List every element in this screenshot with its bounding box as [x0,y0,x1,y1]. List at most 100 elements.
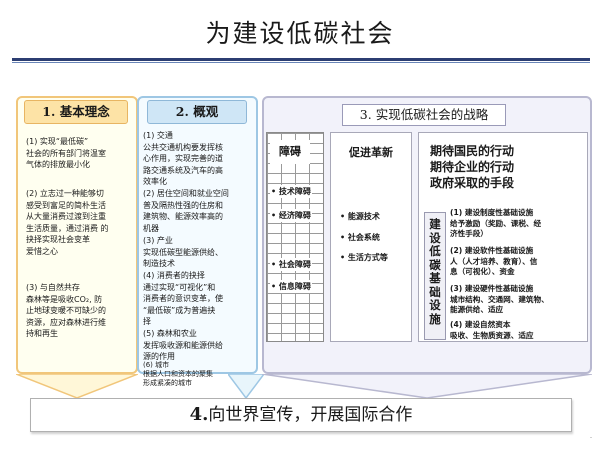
concept-item-line: 资源，应对森林进行维 [26,317,106,327]
strategy-line: 给予激励（奖励、课税、经 [450,218,542,228]
strategy-item-2: (2) 建设软件性基础设施 人（人才培养、教育）、信 息（可视化）、资金 [450,246,537,278]
overview-item-line: 形成紧凑的城市 [143,379,192,387]
infrastructure-label-char: 建 [429,217,441,231]
overview-item-line: (2) 居住空间和就业空间 [143,189,229,198]
banner-text: 向世界宣传，开展国际合作 [208,405,413,425]
overview-item-line: 发挥吸收源和能源供给 [143,340,223,350]
infrastructure-label-char: 碳 [429,257,441,272]
barrier-item: • 经济障碍 [270,209,312,222]
innovation-title: 促进革新 [349,146,393,159]
barrier-title: 障碍 [270,140,310,164]
overview-arrow-down [228,374,264,400]
concept-item-line: 止地球变暖不可缺少的 [26,306,106,315]
innovation-box [330,132,412,342]
strategy-line: 济性手段） [450,229,488,238]
overview-item-line: 公共交通机构要发挥核 [143,142,223,152]
strategy-line: (1) 建设制度性基础设施 [450,208,534,217]
overview-panel [137,96,258,374]
overview-item-3: (3) 产业 实现低碳型能源供给、 制造技术 [143,235,223,270]
basic-concept-panel [16,96,138,374]
concept-item-line: 社会的所有部门将温室 [26,148,106,158]
concept-item-2: (2) 立志过一种能够切 感受到富足的简朴生活 从大量消费过渡到注重 生活质量，… [26,188,109,257]
concept-item-1: (1) 实现“最低碳” 社会的所有部门将温室 气体的排放最小化 [26,136,106,171]
overview-item-line: 机器 [143,223,159,233]
overview-item-line: 通过实现“可视化”和 [143,282,216,292]
infrastructure-label-char: 设 [429,298,441,312]
strategy-item-4: (4) 建设自然资本 吸收、生物质资源、适应 [450,320,534,341]
overview-item-5: (5) 森林和农业 发挥吸收源和能源供给 源的作用 [143,328,223,363]
infrastructure-label: 建设低碳基础设施 [424,217,446,326]
concept-item-line: 生活质量，通过消费 的 [26,223,109,233]
concept-item-line: (1) 实现“最低碳” [26,137,89,146]
infrastructure-label-char: 基 [429,271,441,285]
infrastructure-label-box [424,212,446,340]
innovation-item: • 能源技术 [340,212,380,221]
concept-item-line: (3) 与自然共存 [26,283,80,292]
overview-item-line: 根据人口和资本的聚集 [143,370,213,378]
banner-number: 4. [189,404,209,425]
overview-item-line: (5) 森林和农业 [143,329,197,338]
concept-item-line: 爱惜之心 [26,246,58,256]
overview-item-line: 建筑物、能源效率高的 [143,212,223,221]
concept-item-line: 从大量消费过渡到注重 [26,212,106,221]
actions-box [418,132,588,342]
expect-line: 政府采取的手段 [430,176,515,190]
strategy-item-3: (3) 建设硬件性基础设施 城市结构、交通网、建筑物、 能源供给、适应 [450,284,549,316]
strategy-line: 吸收、生物质资源、适应 [450,330,534,340]
expect-line: 期待国民的行动 [430,144,515,158]
strategy-line: 能源供给、适应 [450,305,504,314]
concept-item-line: 感受到富足的简朴生活 [26,200,106,210]
concept-item-line: (2) 立志过一种能够切 [26,189,104,198]
concept-item-line: 抉择实现社会变革 [26,235,90,244]
overview-heading: 2. 概观 [147,100,247,124]
overview-item-4: (4) 消费者的抉择 通过实现“可视化”和 消费者的意识变革，使 “最低碳”成为… [143,270,223,328]
strategy-item-1: (1) 建设制度性基础设施 给予激励（奖励、课税、经 济性手段） [450,208,541,240]
basic-concept-heading: 1. 基本理念 [24,100,128,124]
page-mark: - [590,434,593,441]
international-cooperation-banner: 4.向世界宣传，开展国际合作 [30,398,572,432]
innovation-item: • 社会系统 [340,233,380,242]
overview-item-line: “最低碳”成为普遍抉 [143,305,216,315]
strategy-heading: 3. 实现低碳社会的战略 [342,104,506,126]
barrier-brick-wall [266,132,324,342]
overview-item-line: 制造技术 [143,259,175,268]
title-divider-thin [12,62,590,63]
overview-item-line: (3) 产业 [143,236,173,245]
strategy-line: (3) 建设硬件性基础设施 [450,284,534,293]
infrastructure-label-char: 础 [429,284,441,299]
overview-item-line: 择 [143,317,151,326]
barrier-item: • 信息障碍 [270,280,312,293]
overview-item-line: (1) 交通 [143,131,173,140]
infrastructure-label-char: 设 [429,230,441,245]
overview-item-line: 效率化 [143,177,167,186]
overview-item-6-cont: 形成紧凑的城市 [143,379,192,388]
overview-item-1: (1) 交通 公共交通机构要发挥核 心作用，实现完善的道 路交通系统及汽车的高 … [143,130,223,188]
strategy-arrow-down [262,374,592,399]
overview-item-line: 实现低碳型能源供给、 [143,247,223,257]
strategy-line: (4) 建设自然资本 [450,320,511,329]
strategy-line: 人（人才培养、教育）、信 [450,256,538,266]
overview-item-line: 路交通系统及汽车的高 [143,165,223,175]
strategy-line: (2) 建设软件性基础设施 [450,246,534,255]
expect-line: 期待企业的行动 [430,160,515,174]
title-divider [12,58,590,61]
overview-item-6: (6) 城市 根据人口和资本的聚集 [143,361,213,379]
overview-item-2: (2) 居住空间和就业空间 普及隔热性强的住房和 建筑物、能源效率高的 机器 [143,188,229,234]
overview-item-line: 消费者的意识变革，使 [143,294,223,303]
concept-arrow-down [16,374,138,399]
concept-item-3: (3) 与自然共存 森林等是吸收CO₂, 防 止地球变暖不可缺少的 资源，应对森… [26,282,106,340]
overview-item-line: 普及隔热性强的住房和 [143,200,223,210]
infrastructure-label-char: 低 [429,244,441,258]
page-title: 为建设低碳社会 [205,19,395,48]
overview-item-line: 心作用，实现完善的道 [143,154,223,163]
innovation-item: • 生活方式等 [340,253,388,262]
concept-item-line: 气体的排放最小化 [26,160,90,169]
concept-item-line: 森林等是吸收CO₂, 防 [26,294,103,304]
strategy-line: 城市结构、交通网、建筑物、 [450,294,549,304]
barrier-item: • 技术障碍 [270,185,312,198]
strategy-line: 息（可视化）、资金 [450,267,515,276]
overview-item-line: (4) 消费者的抉择 [143,271,205,280]
overview-item-line: 源的作用 [143,352,175,361]
overview-item-line: (6) 城市 [143,361,170,369]
infrastructure-label-char: 施 [429,311,441,326]
